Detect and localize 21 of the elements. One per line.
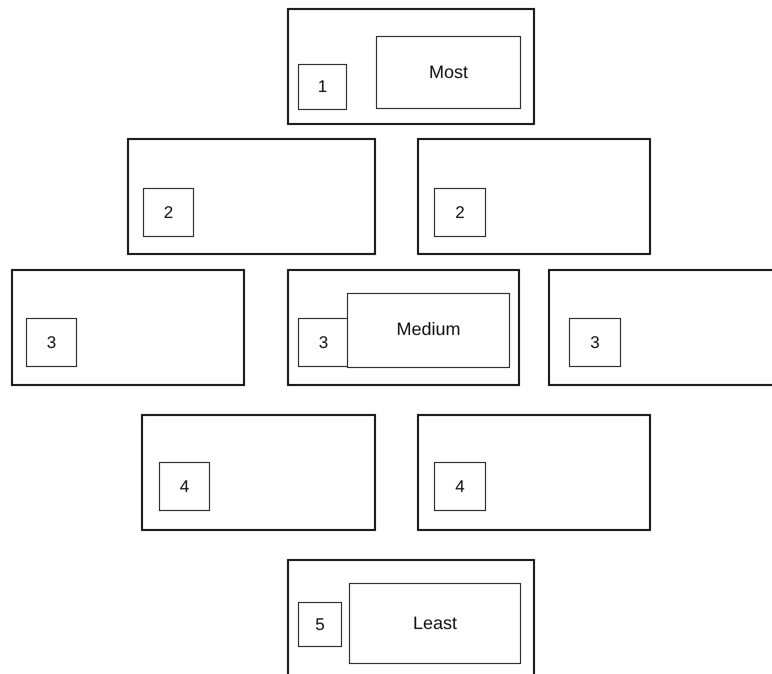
frame-panel	[417, 414, 651, 531]
rank-number: 1	[298, 64, 347, 110]
rank-number: 3	[26, 318, 77, 367]
frame-panel	[287, 269, 520, 386]
level-label: Most	[376, 36, 521, 109]
frame-panel	[141, 414, 376, 531]
rank-number: 3	[569, 318, 621, 367]
rank-number: 4	[159, 462, 210, 511]
rank-number: 5	[298, 602, 342, 647]
frame-panel	[548, 269, 772, 386]
level-label: Least	[349, 583, 521, 664]
rank-number: 3	[298, 318, 349, 367]
frame-panel	[127, 138, 376, 255]
rank-number: 2	[143, 188, 194, 237]
frame-panel	[11, 269, 245, 386]
rank-number: 4	[434, 462, 486, 511]
frame-panel	[287, 559, 535, 674]
frame-panel	[417, 138, 651, 255]
rank-number: 2	[434, 188, 486, 237]
level-label: Medium	[347, 293, 510, 368]
frame-panel	[287, 8, 535, 125]
